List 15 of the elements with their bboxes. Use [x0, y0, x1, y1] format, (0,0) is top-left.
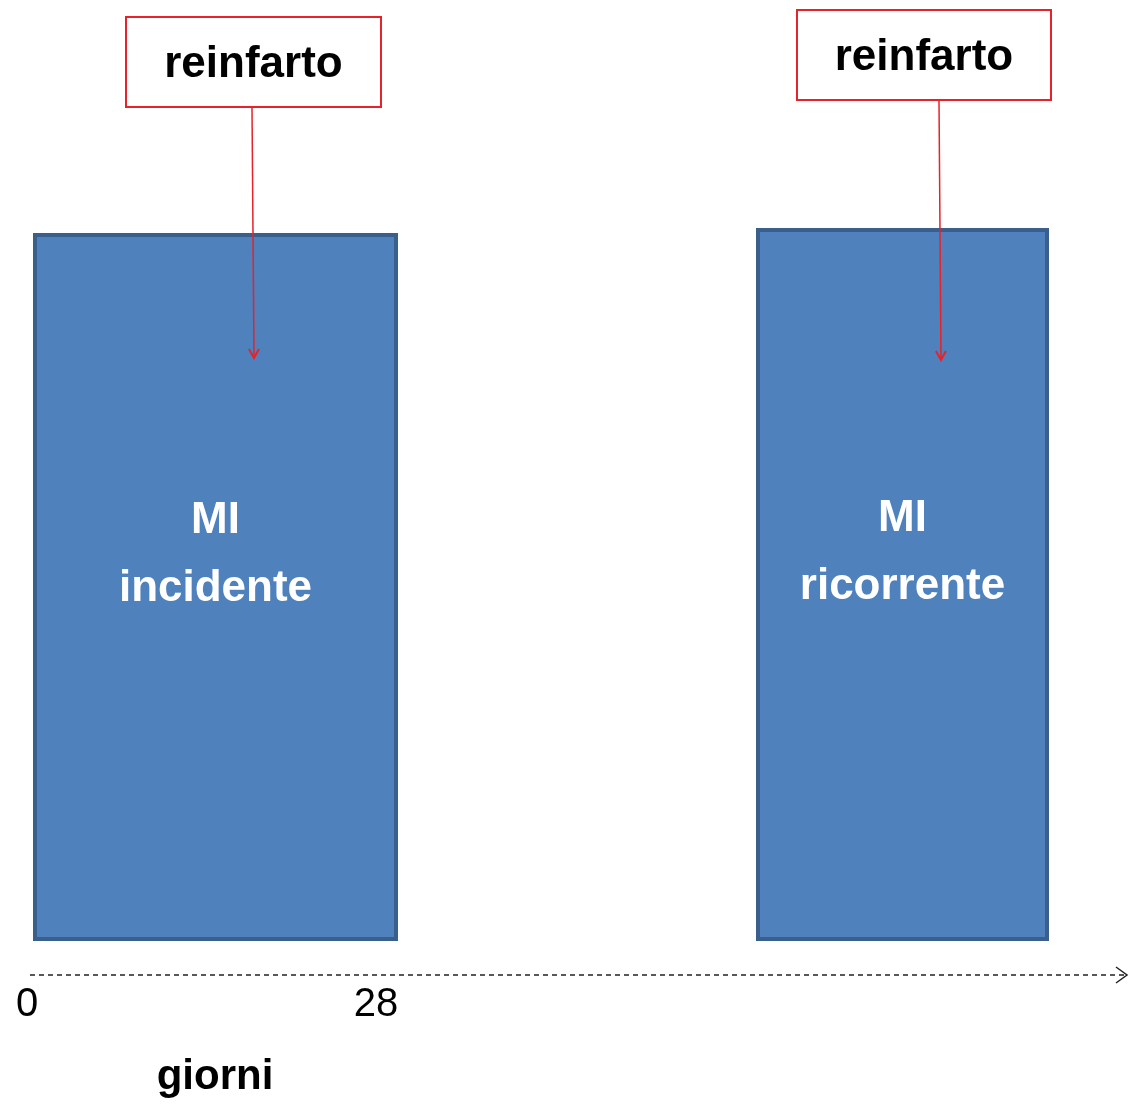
axis-title: giorni	[155, 1050, 275, 1100]
period-label: MI	[878, 489, 927, 542]
tick-label: 28	[352, 979, 400, 1026]
arrow	[247, 107, 260, 359]
event-box	[125, 16, 382, 108]
period-label: incidente	[118, 560, 313, 612]
period-box	[756, 228, 1049, 941]
event-label: reinfarto	[834, 29, 1014, 81]
period-label: MI	[191, 492, 240, 544]
arrow	[934, 100, 947, 361]
tick-label: 0	[14, 979, 40, 1026]
period-box	[33, 233, 398, 941]
event-label: reinfarto	[164, 36, 343, 88]
event-box	[796, 9, 1052, 101]
period-label: ricorrente	[799, 557, 1006, 610]
